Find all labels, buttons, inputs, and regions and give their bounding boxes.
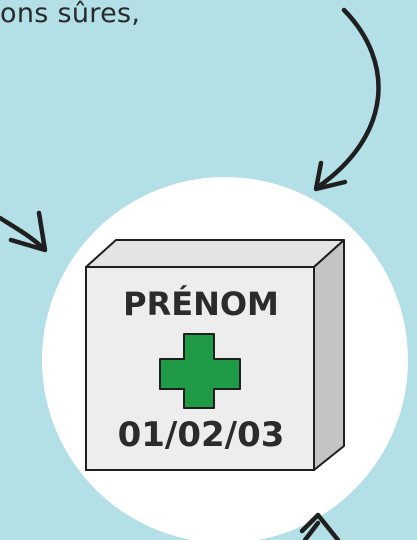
- box-top-face: [86, 240, 344, 267]
- box-side-face: [314, 240, 344, 470]
- box-name-label: PRÉNOM: [88, 284, 314, 324]
- box-date-label: 01/02/03: [88, 414, 314, 456]
- curved-arrow-top-right: [318, 10, 379, 187]
